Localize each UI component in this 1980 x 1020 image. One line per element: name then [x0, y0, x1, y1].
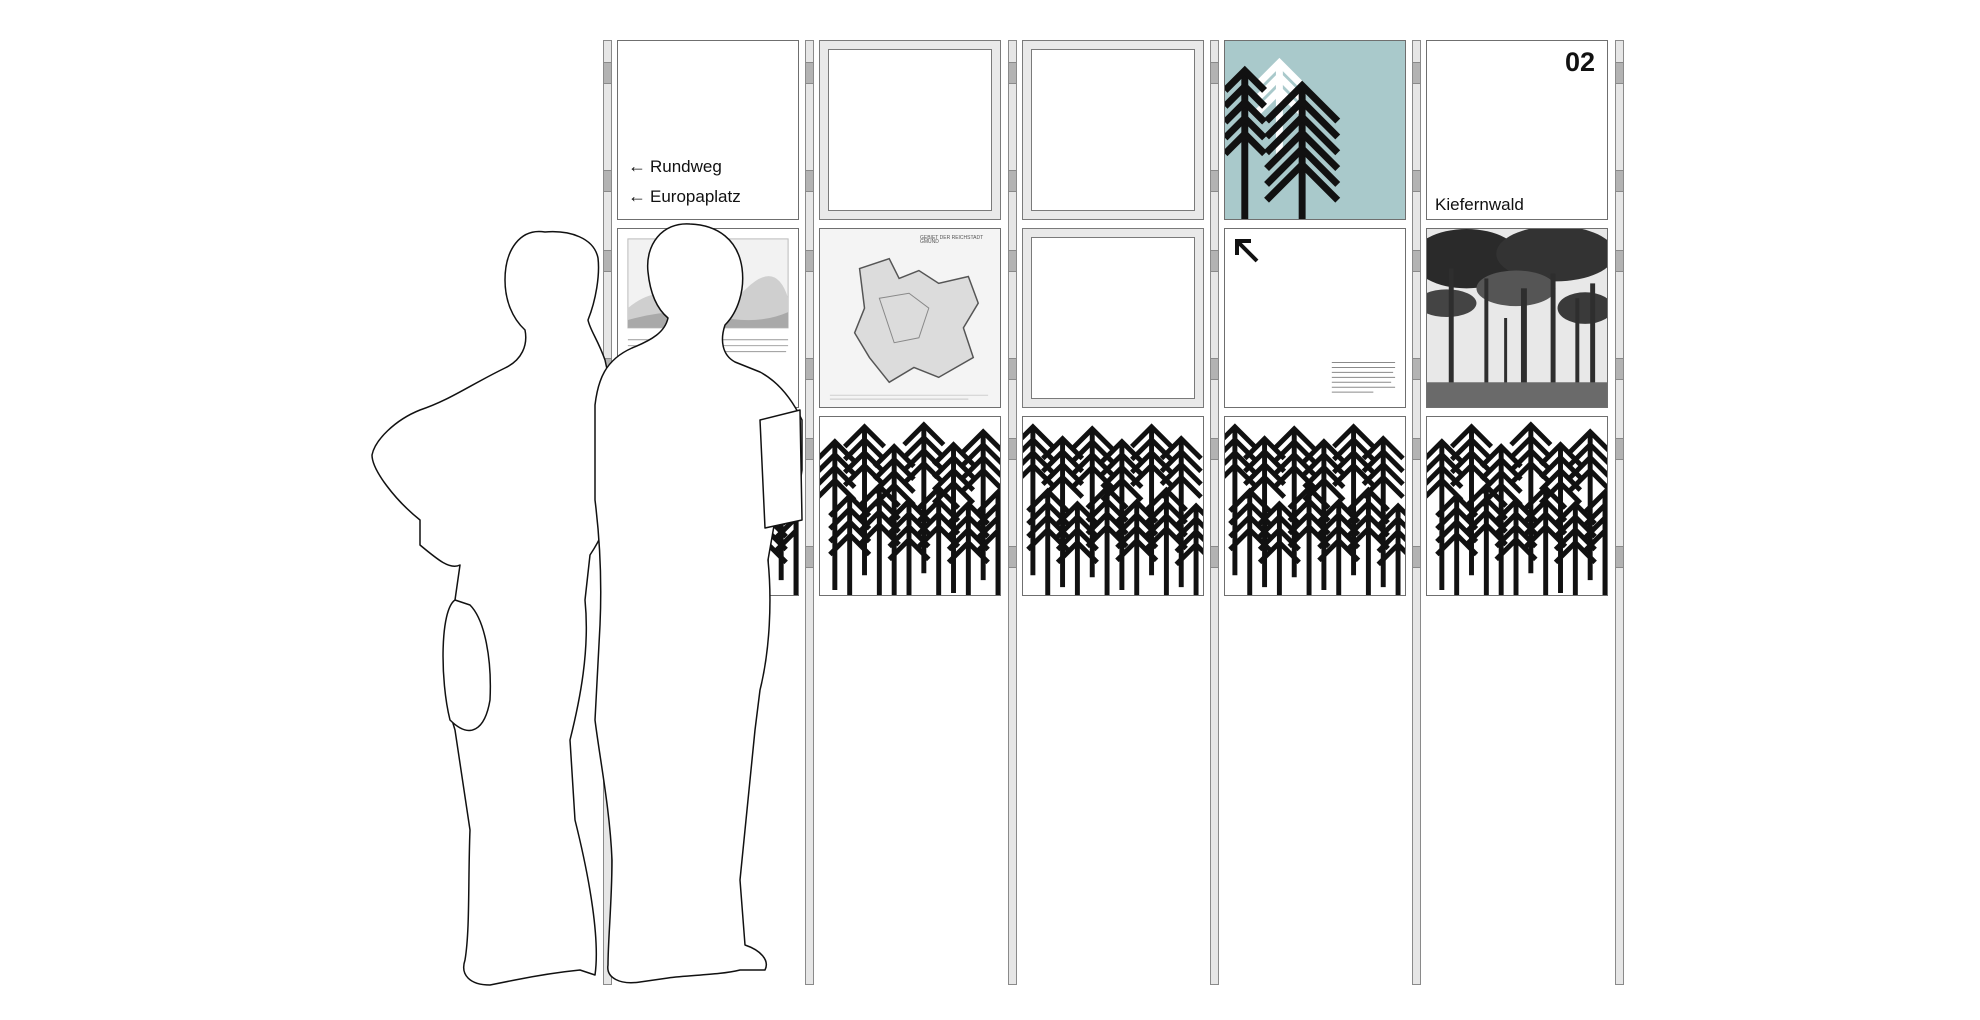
panel-clamp	[1412, 358, 1421, 380]
direction-rundweg: ← Rundweg	[628, 156, 722, 177]
territory-map-image	[820, 229, 1000, 407]
panel-pine-pattern	[819, 416, 1001, 596]
direction-label: Europaplatz	[650, 186, 741, 206]
person-left-silhouette	[371, 230, 614, 986]
post-2	[805, 40, 814, 985]
panel-clamp	[1412, 250, 1421, 272]
panel-clamp	[603, 62, 612, 84]
panel-clamp	[1210, 546, 1219, 568]
panel-clamp	[1008, 358, 1017, 380]
pine-forest-photo	[1427, 229, 1607, 407]
station-name: Kiefernwald	[1435, 195, 1524, 214]
panel-clamp	[603, 250, 612, 272]
panel-clamp	[1210, 358, 1219, 380]
panel-station-title: 02 Kiefernwald	[1426, 40, 1608, 220]
panel-clamp	[1412, 170, 1421, 192]
panel-clamp	[1615, 438, 1624, 460]
panel-forest-photo	[1426, 228, 1608, 408]
panel-clamp	[603, 170, 612, 192]
panel-clamp	[1615, 250, 1624, 272]
panel-clamp	[1210, 250, 1219, 272]
text-block-placeholder	[1331, 362, 1396, 393]
post-5	[1412, 40, 1421, 985]
panel-clamp	[1008, 170, 1017, 192]
left-arrow-icon: ←	[628, 186, 646, 206]
panel-historic-map: GEBIET DER REICHSTADT GMÜND	[819, 228, 1001, 408]
station-number: 02	[1564, 47, 1595, 77]
panel-clamp	[805, 438, 814, 460]
direction-europaplatz: ← Europaplatz	[628, 186, 741, 207]
panel-directions: ← Rundweg ← Europaplatz	[617, 40, 799, 220]
direction-label: Rundweg	[650, 156, 722, 176]
panel-pine-pattern	[1426, 416, 1608, 596]
panel-clamp	[1008, 62, 1017, 84]
person-right-silhouette	[594, 223, 803, 984]
panel-clamp	[805, 250, 814, 272]
panel-clamp	[1210, 170, 1219, 192]
panel-clamp	[805, 358, 814, 380]
left-arrow-icon: ←	[628, 156, 646, 176]
panel-empty-frame	[1022, 228, 1204, 408]
held-folder-shape	[759, 409, 803, 529]
panel-pine-pattern	[1224, 416, 1406, 596]
panel-clamp	[1008, 546, 1017, 568]
panel-empty-frame	[819, 40, 1001, 220]
panel-clamp	[1412, 546, 1421, 568]
panel-clamp	[1412, 62, 1421, 84]
panel-info-text	[1224, 228, 1406, 408]
panel-clamp	[805, 170, 814, 192]
panel-tree-logo	[1224, 40, 1406, 220]
panel-clamp	[1008, 250, 1017, 272]
panel-clamp	[1210, 438, 1219, 460]
panel-clamp	[1615, 62, 1624, 84]
panel-clamp	[1615, 358, 1624, 380]
up-left-arrow-icon	[1235, 239, 1259, 263]
panel-clamp	[805, 546, 814, 568]
panel-clamp	[1210, 62, 1219, 84]
handbag-shape	[442, 599, 492, 732]
post-6	[1615, 40, 1624, 985]
panel-clamp	[805, 62, 814, 84]
panel-pine-pattern	[1022, 416, 1204, 596]
post-3	[1008, 40, 1017, 985]
pine-tree-icon	[1225, 57, 1341, 219]
panel-clamp	[1615, 170, 1624, 192]
panel-empty-frame	[1022, 40, 1204, 220]
map-heading: GEBIET DER REICHSTADT GMÜND	[920, 235, 984, 245]
panel-clamp	[1412, 438, 1421, 460]
panel-clamp	[1008, 438, 1017, 460]
post-4	[1210, 40, 1219, 985]
panel-clamp	[1615, 546, 1624, 568]
